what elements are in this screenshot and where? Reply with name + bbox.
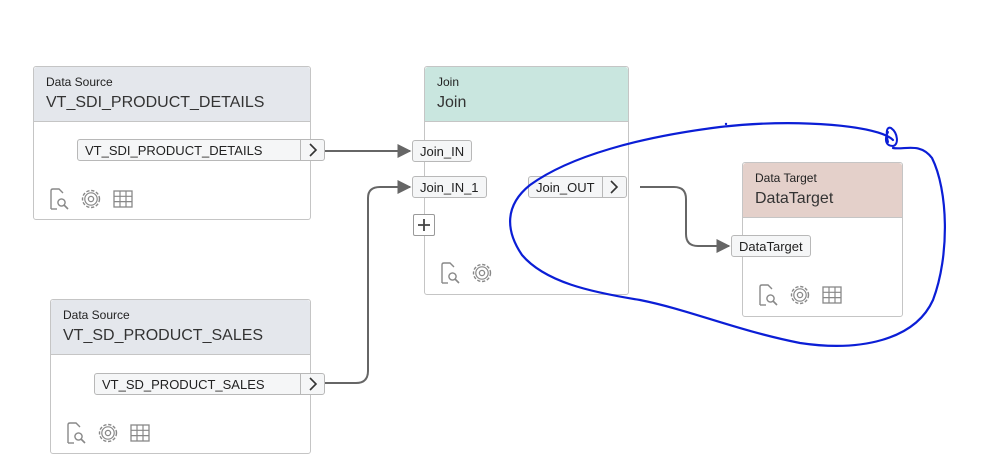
chevron-right-icon[interactable] — [601, 177, 626, 197]
node-toolbar — [64, 421, 152, 445]
data-preview-icon[interactable] — [438, 261, 462, 285]
gear-icon[interactable] — [470, 261, 494, 285]
chevron-right-icon[interactable] — [300, 140, 324, 160]
node-name-label: DataTarget — [755, 190, 834, 207]
gear-icon[interactable] — [96, 421, 120, 445]
port-label: DataTarget — [739, 238, 803, 254]
port-label: VT_SD_PRODUCT_SALES — [102, 376, 265, 392]
gear-icon[interactable] — [788, 283, 812, 307]
chevron-right-icon[interactable] — [300, 374, 324, 394]
node-header: Data Source VT_SDI_PRODUCT_DETAILS — [34, 67, 310, 122]
port-label: Join_IN_1 — [420, 179, 479, 195]
table-icon[interactable] — [111, 187, 135, 211]
node-name-label: Join — [437, 94, 467, 111]
plus-icon — [418, 219, 430, 231]
connector-source2-to-join-in-1 — [324, 180, 412, 384]
data-preview-icon[interactable] — [64, 421, 88, 445]
node-name-label: VT_SD_PRODUCT_SALES — [63, 327, 264, 344]
data-preview-icon[interactable] — [756, 283, 780, 307]
node-header: Data Target DataTarget — [743, 163, 902, 218]
output-port-join-out[interactable]: Join_OUT — [528, 176, 627, 198]
table-icon[interactable] — [820, 283, 844, 307]
node-toolbar — [47, 187, 135, 211]
port-label: Join_OUT — [536, 179, 595, 195]
node-toolbar — [438, 261, 494, 285]
gear-icon[interactable] — [79, 187, 103, 211]
port-label: Join_IN — [420, 143, 465, 159]
port-label: VT_SDI_PRODUCT_DETAILS — [85, 142, 263, 158]
node-name-label: VT_SDI_PRODUCT_DETAILS — [46, 94, 265, 111]
node-type-label: Data Target — [755, 171, 817, 185]
data-source-node-product-sales[interactable]: Data Source VT_SD_PRODUCT_SALES VT_SD_PR… — [50, 299, 325, 454]
node-toolbar — [756, 283, 844, 307]
input-port-data-target[interactable]: DataTarget — [731, 235, 811, 257]
data-preview-icon[interactable] — [47, 187, 71, 211]
node-header: Join Join — [425, 67, 628, 122]
input-port-join-in-1[interactable]: Join_IN_1 — [412, 176, 487, 198]
data-source-node-product-details[interactable]: Data Source VT_SDI_PRODUCT_DETAILS VT_SD… — [33, 66, 325, 220]
output-port-product-details[interactable]: VT_SDI_PRODUCT_DETAILS — [77, 139, 325, 161]
node-type-label: Data Source — [63, 308, 130, 322]
table-icon[interactable] — [128, 421, 152, 445]
node-type-label: Join — [437, 75, 460, 89]
add-input-button[interactable] — [413, 214, 435, 236]
connector-join-out-to-target — [640, 186, 731, 253]
input-port-join-in[interactable]: Join_IN — [412, 140, 473, 162]
output-port-product-sales[interactable]: VT_SD_PRODUCT_SALES — [94, 373, 325, 395]
node-type-label: Data Source — [46, 75, 113, 89]
node-header: Data Source VT_SD_PRODUCT_SALES — [51, 300, 310, 355]
